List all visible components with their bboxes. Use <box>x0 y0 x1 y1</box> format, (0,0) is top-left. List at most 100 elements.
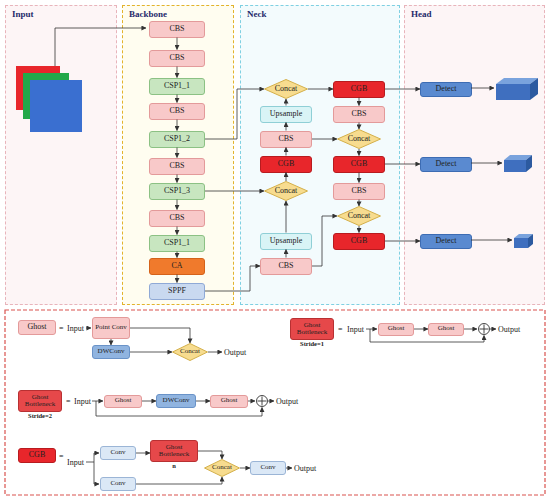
box-label: Ghost <box>221 397 238 404</box>
module-box: CGB <box>333 233 385 250</box>
box-label: Ghost <box>27 323 46 331</box>
box-label: Ghost <box>115 397 132 404</box>
box-label: Ghost <box>438 325 455 332</box>
diamond-shape <box>338 207 381 226</box>
module-box: Ghost Bottleneckn <box>150 440 198 462</box>
module-box: SPPF <box>149 283 205 300</box>
box-label: CBS <box>169 54 184 62</box>
box-label: Upsample <box>270 237 302 245</box>
box-label: CA <box>171 262 182 270</box>
module-box: DWConv <box>92 345 130 359</box>
module-box: CBS <box>149 158 205 175</box>
concat-diamond: Concat <box>337 129 381 149</box>
connector-arrow <box>130 328 190 343</box>
box-label: CSP1_1 <box>164 82 190 90</box>
module-box: Upsample <box>260 106 312 123</box>
detect-box: Detect <box>420 82 472 97</box>
diamond-shape <box>265 80 308 99</box>
concat-diamond: Concat <box>337 206 381 226</box>
box-caption: Stride=1 <box>300 340 324 347</box>
box-label: CGB <box>278 160 294 168</box>
box-label: CBS <box>169 162 184 170</box>
port-label: Input <box>347 325 364 334</box>
port-label: Output <box>276 397 298 406</box>
module-box: DWConv <box>156 394 196 408</box>
detect-box: Detect <box>420 234 472 249</box>
port-label: = <box>59 451 64 460</box>
box-label: CBS <box>351 110 366 118</box>
module-box: CBS <box>333 183 385 200</box>
box-label: DWConv <box>163 397 190 404</box>
box-label: Upsample <box>270 110 302 118</box>
module-box: Upsample <box>260 233 312 250</box>
module-box: Point Conv <box>92 317 130 339</box>
port-label: = <box>66 397 71 406</box>
concat-diamond: Concat <box>264 79 308 99</box>
box-label: Concat <box>212 464 232 471</box>
module-box: CSP1_2 <box>149 131 205 148</box>
diamond-shape <box>265 182 308 201</box>
detect-box: Detect <box>420 157 472 172</box>
module-box: Ghost <box>428 323 464 336</box>
box-label: Conv <box>260 464 275 471</box>
box-label: Concat <box>348 135 371 143</box>
port-label: Output <box>294 464 316 473</box>
module-box: CGB <box>333 156 385 173</box>
box-caption: Stride=2 <box>28 412 52 419</box>
port-label: Input <box>74 397 91 406</box>
module-box: CBS <box>333 106 385 123</box>
box-label: Conv <box>110 449 125 456</box>
box-label: Ghost Bottleneck <box>19 394 61 409</box>
box-label: CSP1_3 <box>164 187 190 195</box>
module-box: CGB <box>260 156 312 173</box>
module-box: Conv <box>100 446 136 460</box>
box-label: CBS <box>351 187 366 195</box>
box-label: Concat <box>275 187 298 195</box>
module-title-box: Ghost BottleneckStride=1 <box>290 318 334 340</box>
port-label: Output <box>224 348 246 357</box>
module-wires <box>86 328 496 484</box>
diamond-shape <box>338 130 381 149</box>
box-label: CGB <box>29 451 45 459</box>
box-label: Ghost Bottleneck <box>291 322 333 337</box>
box-label: CSP1_2 <box>164 135 190 143</box>
diamond-shape <box>205 460 240 477</box>
port-label: Output <box>498 325 520 334</box>
module-title-box: Ghost <box>18 320 56 335</box>
box-caption: n <box>172 462 176 469</box>
box-label: CSP1_1 <box>164 239 190 247</box>
box-label: Concat <box>275 85 298 93</box>
panel-title: Head <box>411 9 432 19</box>
box-label: CBS <box>278 135 293 143</box>
port-label: = <box>59 324 64 333</box>
connector-arrow <box>136 477 222 484</box>
module-box: CBS <box>149 210 205 227</box>
module-box: Ghost <box>104 395 142 408</box>
module-box: CA <box>149 258 205 275</box>
port-label: = <box>338 325 343 334</box>
box-label: Detect <box>436 237 457 245</box>
diamond-shape <box>173 344 208 361</box>
module-box: Ghost <box>210 395 248 408</box>
module-panel <box>5 310 545 495</box>
module-box: CSP1_1 <box>149 78 205 95</box>
module-box: Conv <box>250 461 286 475</box>
panel-title: Input <box>12 9 34 19</box>
box-label: CBS <box>278 262 293 270</box>
module-box: CBS <box>260 258 312 275</box>
box-label: CBS <box>169 25 184 33</box>
module-box: CBS <box>149 103 205 120</box>
box-label: Conv <box>110 480 125 487</box>
port-label: Input <box>67 458 84 467</box>
panel-title: Neck <box>247 9 267 19</box>
box-label: Concat <box>180 348 200 355</box>
module-box: CBS <box>149 50 205 67</box>
connector-arrow <box>196 401 210 402</box>
module-box: CBS <box>149 21 205 38</box>
concat-diamond: Concat <box>204 459 240 477</box>
panel-title: Backbone <box>129 9 167 19</box>
connector-arrow <box>130 352 172 353</box>
connector-arrow <box>414 329 428 330</box>
